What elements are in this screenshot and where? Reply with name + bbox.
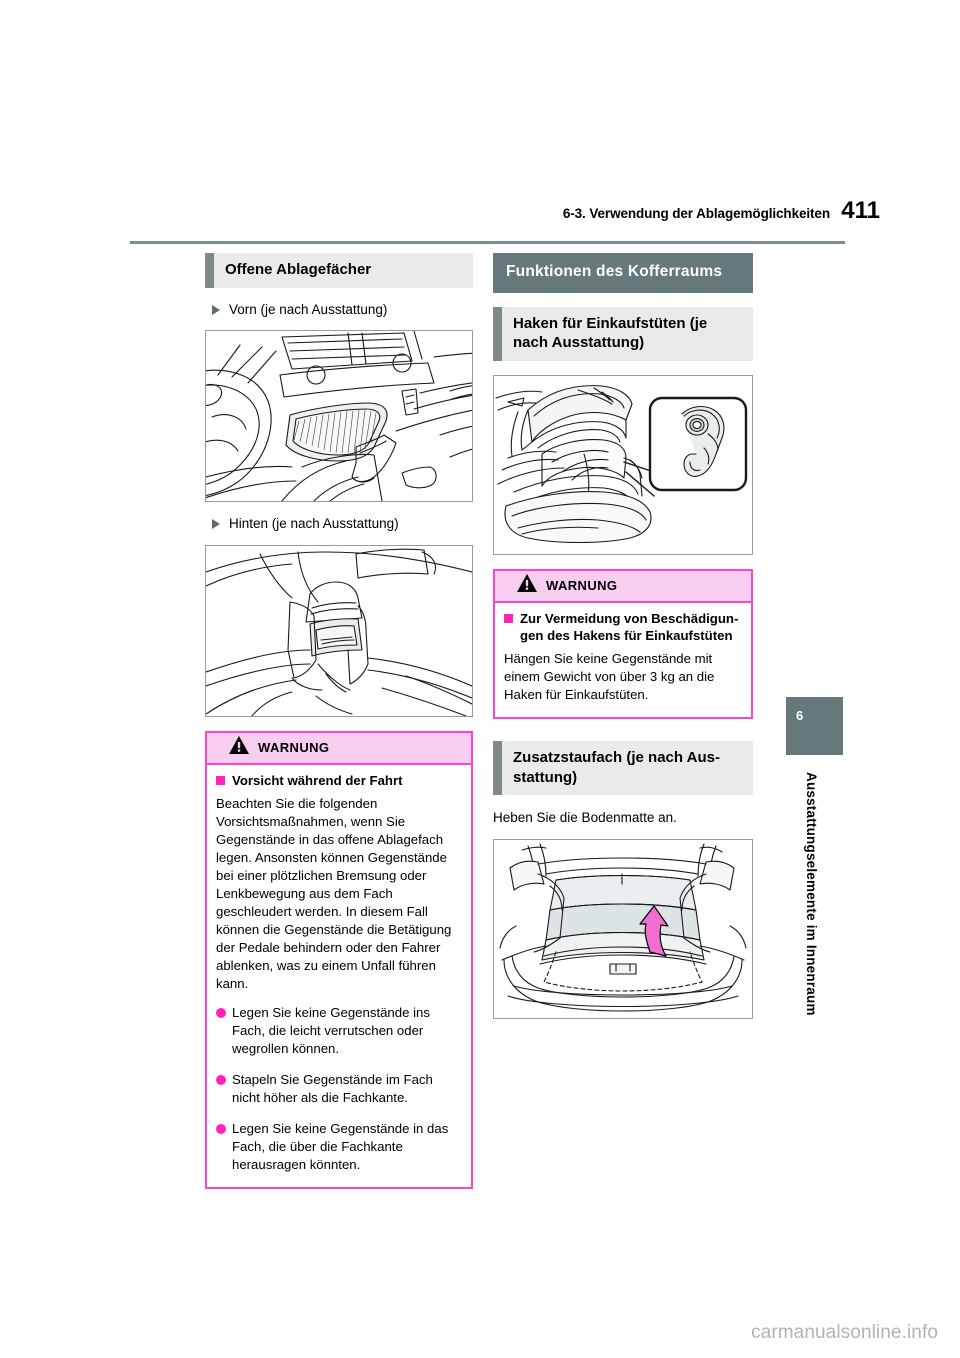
- triangle-bullet-icon: [212, 304, 220, 315]
- chapter-tab: 6: [786, 697, 843, 755]
- list-item-text: Legen Sie keine Gegenstände in das Fach,…: [232, 1121, 449, 1173]
- warning-triangle-icon: [517, 573, 537, 597]
- subsection-hinten-label: Hinten (je nach Ausstattung): [229, 516, 399, 532]
- header-rule: [130, 241, 845, 244]
- round-bullet-icon: [216, 1008, 226, 1019]
- running-head-title: 6-3. Verwendung der Ablagemöglichkeiten: [562, 206, 830, 221]
- square-bullet-icon: [216, 776, 225, 786]
- warning-body: Vorsicht während der Fahrt Beachten Sie …: [207, 765, 471, 1187]
- warning-label: WARNUNG: [546, 577, 618, 593]
- warning-subheading-row: Vorsicht während der Fahrt: [216, 772, 462, 790]
- figure-front-console: [205, 330, 473, 503]
- warning-box-open-storage: WARNUNG Vorsicht während der Fahrt Beach…: [205, 731, 473, 1190]
- lift-arrow-icon: [639, 905, 669, 957]
- warning-label: WARNUNG: [258, 740, 330, 756]
- warning-bullet-list: Legen Sie keine Gegenstände ins Fach, di…: [216, 1004, 462, 1174]
- warning-body: Zur Vermeidung von Beschädigun­gen des H…: [495, 603, 751, 717]
- warning-paragraph: Hängen Sie keine Gegenstände mit einem G…: [504, 651, 715, 703]
- heading-offene-ablagefaecher: Offene Ablagefächer: [205, 253, 473, 288]
- list-item-text: Stapeln Sie Gegenstände im Fach nicht hö…: [232, 1072, 433, 1106]
- triangle-bullet-icon: [212, 519, 220, 530]
- heading-haken-einkaufstueten: Haken für Einkaufstüten (je nach Ausstat…: [493, 306, 753, 361]
- list-item: Legen Sie keine Gegenstände ins Fach, di…: [216, 1004, 462, 1058]
- extra-storage-instruction: Heben Sie die Bodenmatte an.: [493, 810, 677, 825]
- warning-subheading: Vorsicht während der Fahrt: [232, 773, 403, 789]
- watermark: carmanualsonline.info: [751, 1322, 938, 1343]
- figure-rear-storage: [205, 545, 473, 718]
- subsection-vorn: Vorn (je nach Ausstattung): [205, 288, 473, 331]
- warning-header: WARNUNG: [207, 733, 471, 766]
- left-column: Offene Ablagefächer Vorn (je nach Aussta…: [205, 253, 473, 1190]
- warning-paragraph: Beachten Sie die folgenden Vorsichtsmaß­…: [216, 795, 452, 991]
- warning-triangle-icon: [229, 736, 249, 759]
- subsection-hinten: Hinten (je nach Ausstattung): [205, 502, 473, 545]
- section-heading-kofferraum: Funktionen des Koffer­raums: [493, 253, 753, 293]
- chapter-number: 6: [796, 708, 804, 723]
- round-bullet-icon: [216, 1124, 226, 1135]
- heading-zusatzstaufach: Zusatzstaufach (je nach Aus­stattung): [493, 741, 753, 795]
- list-item: Legen Sie keine Gegenstände in das Fach,…: [216, 1120, 462, 1174]
- chapter-title-vertical: Ausstattungselemente im Innenraum: [804, 772, 819, 1016]
- running-head: 6-3. Verwendung der Ablagemöglichkeiten …: [0, 197, 960, 244]
- warning-box-hook: WARNUNG Zur Vermeidung von Beschädigun­g…: [493, 568, 753, 719]
- round-bullet-icon: [216, 1075, 226, 1086]
- subsection-vorn-label: Vorn (je nach Ausstattung): [229, 301, 388, 317]
- warning-subheading-row: Zur Vermeidung von Beschädigun­gen des H…: [504, 610, 742, 645]
- square-bullet-icon: [504, 613, 513, 623]
- list-item-text: Legen Sie keine Gegenstände ins Fach, di…: [232, 1005, 430, 1057]
- page-number: 411: [841, 197, 880, 224]
- list-item: Stapeln Sie Gegenstände im Fach nicht hö…: [216, 1071, 462, 1107]
- figure-trunk-floor-mat: [493, 838, 753, 1019]
- warning-subheading: Zur Vermeidung von Beschädigun­gen des H…: [520, 610, 739, 644]
- right-column: Funktionen des Koffer­raums Haken für Ei…: [493, 253, 753, 1019]
- warning-header: WARNUNG: [495, 570, 751, 603]
- figure-trunk-hook: [493, 374, 753, 555]
